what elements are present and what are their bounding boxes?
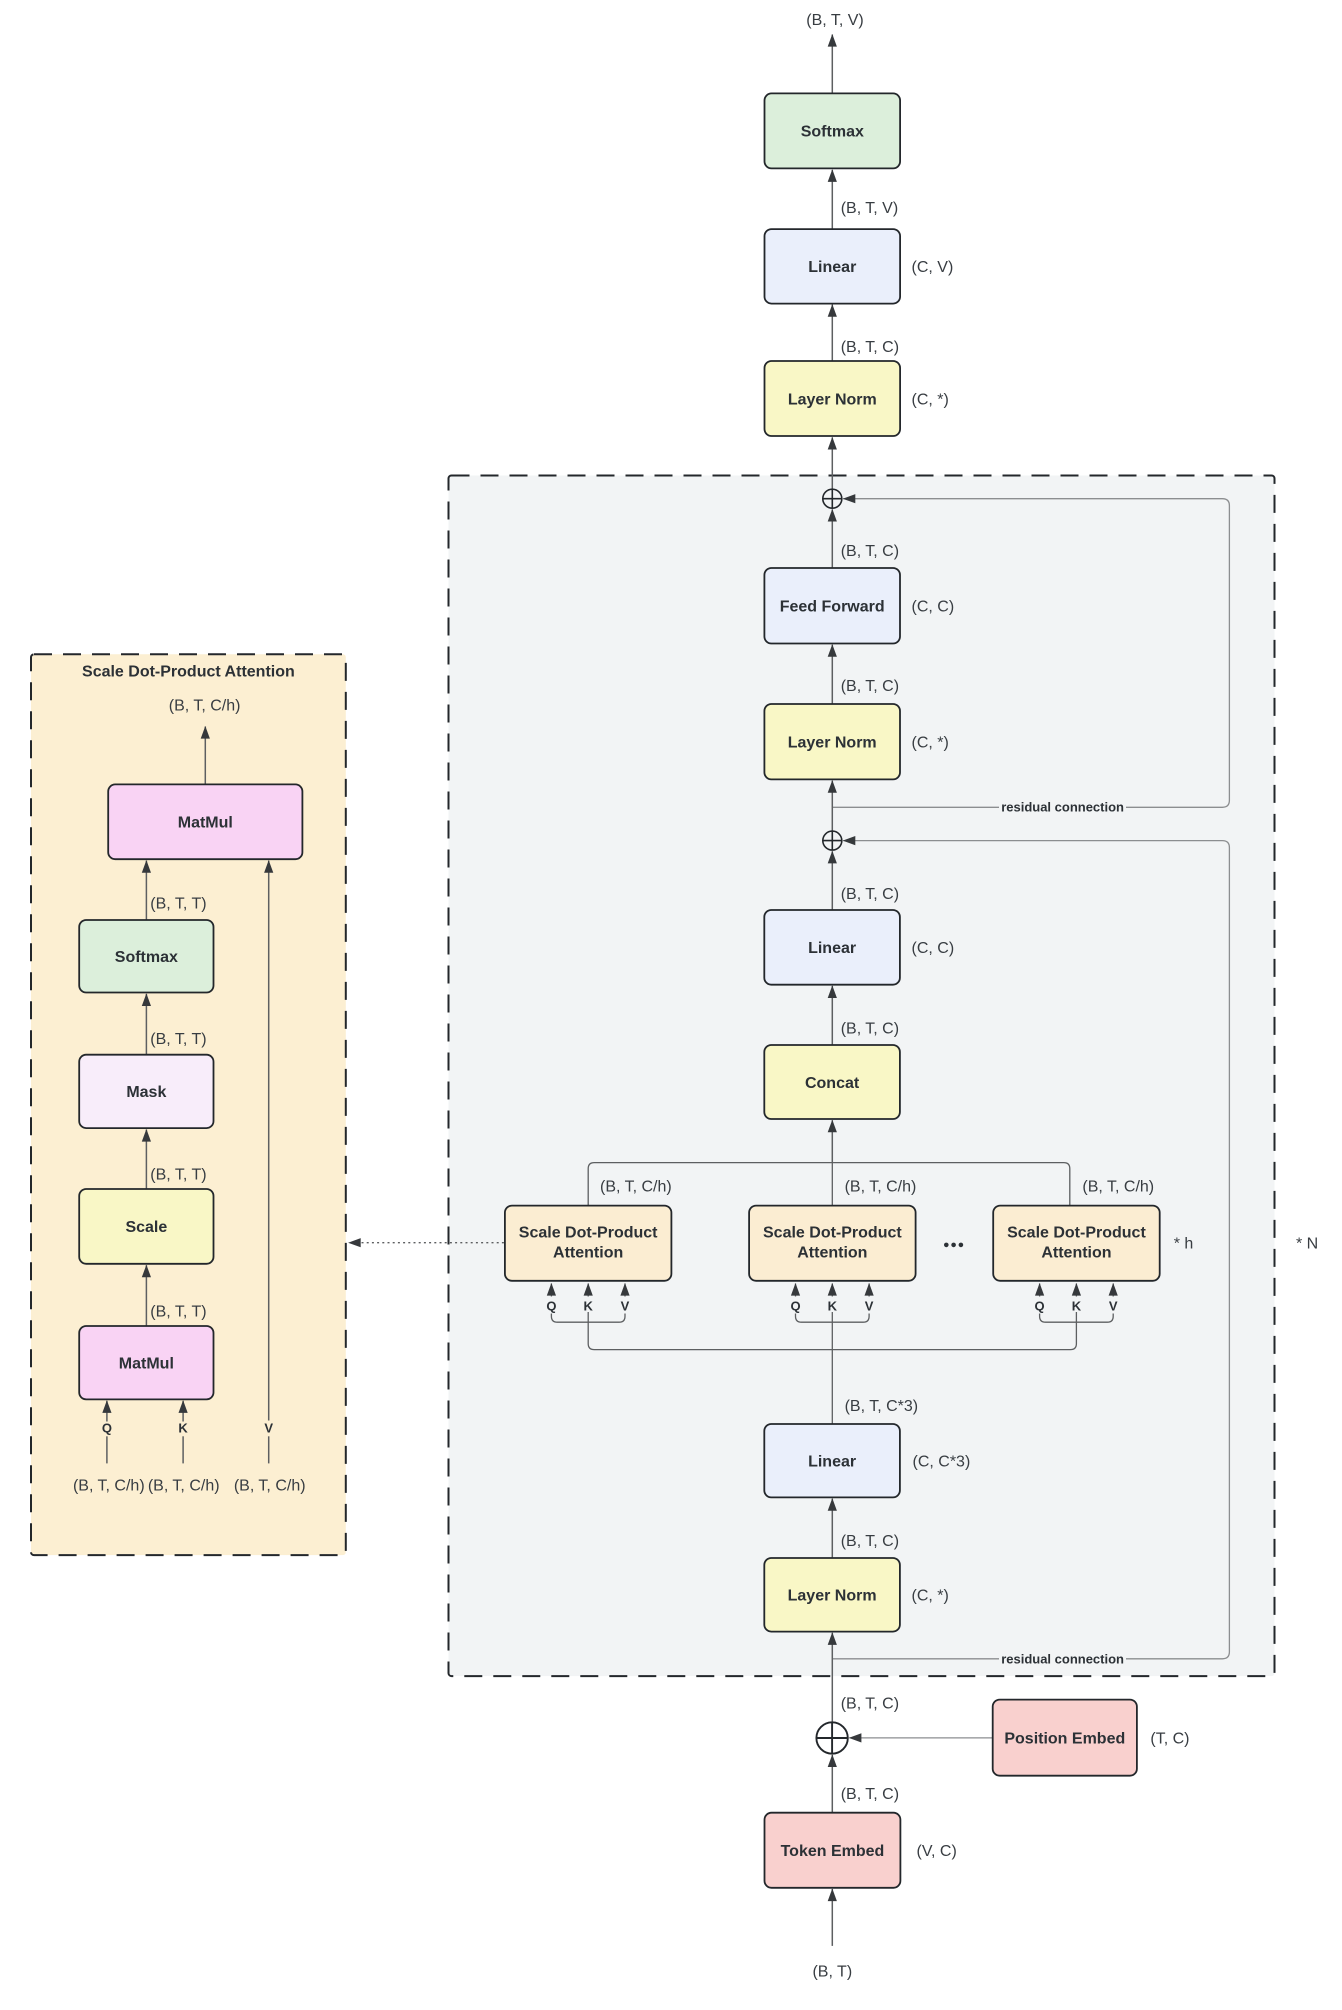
svg-text:(C, *): (C, *)	[912, 1588, 949, 1605]
svg-text:(V, C): (V, C)	[917, 1843, 957, 1860]
svg-text:(T, C): (T, C)	[1150, 1731, 1189, 1748]
svg-text:K: K	[584, 1299, 594, 1314]
svg-text:(B, T, V): (B, T, V)	[806, 12, 864, 29]
svg-text:V: V	[621, 1299, 630, 1314]
svg-text:(B, T, C): (B, T, C)	[841, 886, 899, 903]
svg-text:Linear: Linear	[808, 1454, 856, 1471]
svg-text:Layer Norm: Layer Norm	[788, 1588, 877, 1605]
svg-text:Mask: Mask	[126, 1084, 166, 1101]
svg-text:(B, T, C): (B, T, C)	[841, 339, 899, 356]
svg-text:residual connection: residual connection	[1001, 799, 1124, 814]
svg-text:MatMul: MatMul	[119, 1356, 174, 1373]
svg-text:(B, T, T): (B, T, T)	[150, 1167, 206, 1184]
svg-text:(B, T, C/h): (B, T, C/h)	[148, 1478, 220, 1495]
svg-text:(B, T): (B, T)	[812, 1963, 852, 1980]
svg-text:(B, T, C): (B, T, C)	[841, 1533, 899, 1550]
svg-text:(B, T, C/h): (B, T, C/h)	[234, 1478, 306, 1495]
svg-text:Softmax: Softmax	[115, 949, 178, 966]
svg-text:(B, T, C/h): (B, T, C/h)	[600, 1179, 672, 1196]
svg-text:(C, *): (C, *)	[912, 391, 949, 408]
svg-text:Scale Dot-Product: Scale Dot-Product	[763, 1224, 902, 1241]
svg-text:Scale: Scale	[125, 1219, 167, 1236]
svg-text:Layer Norm: Layer Norm	[788, 391, 877, 408]
svg-text:Attention: Attention	[553, 1245, 623, 1262]
svg-text:* h: * h	[1174, 1236, 1194, 1253]
svg-text:(B, T, C): (B, T, C)	[841, 1021, 899, 1038]
svg-text:Q: Q	[546, 1299, 556, 1314]
svg-text:(B, T, C): (B, T, C)	[841, 543, 899, 560]
svg-text:(B, T, C/h): (B, T, C/h)	[845, 1179, 917, 1196]
svg-text:(C, C*3): (C, C*3)	[913, 1454, 971, 1471]
svg-text:Scale Dot-Product Attention: Scale Dot-Product Attention	[82, 664, 295, 681]
svg-text:(B, T, C): (B, T, C)	[841, 1696, 899, 1713]
svg-text:V: V	[1109, 1299, 1118, 1314]
svg-text:(B, T, C*3): (B, T, C*3)	[845, 1398, 919, 1415]
svg-text:(B, T, C): (B, T, C)	[841, 678, 899, 695]
svg-text:Linear: Linear	[808, 940, 856, 957]
svg-text:residual connection: residual connection	[1001, 1651, 1124, 1666]
svg-text:V: V	[264, 1421, 273, 1436]
svg-text:Layer Norm: Layer Norm	[788, 735, 877, 752]
svg-text:(B, T, C/h): (B, T, C/h)	[169, 697, 241, 714]
svg-text:Q: Q	[1035, 1299, 1045, 1314]
svg-text:(C, V): (C, V)	[912, 259, 954, 276]
svg-text:(C, C): (C, C)	[912, 599, 955, 616]
svg-text:(B, T, T): (B, T, T)	[150, 895, 206, 912]
svg-text:Attention: Attention	[1041, 1245, 1111, 1262]
svg-text:(B, T, V): (B, T, V)	[841, 200, 899, 217]
svg-text:Linear: Linear	[808, 259, 856, 276]
svg-text:V: V	[865, 1299, 874, 1314]
svg-text:Token Embed: Token Embed	[781, 1843, 885, 1860]
svg-text:(B, T, C): (B, T, C)	[841, 1786, 899, 1803]
svg-text:Concat: Concat	[805, 1075, 860, 1092]
svg-text:MatMul: MatMul	[178, 815, 233, 832]
svg-text:(C, *): (C, *)	[912, 735, 949, 752]
svg-text:Q: Q	[790, 1299, 800, 1314]
svg-text:Q: Q	[102, 1421, 112, 1436]
svg-text:(B, T, C/h): (B, T, C/h)	[1082, 1179, 1154, 1196]
svg-text:K: K	[1072, 1299, 1082, 1314]
svg-text:K: K	[828, 1299, 838, 1314]
svg-text:(B, T, C/h): (B, T, C/h)	[73, 1478, 145, 1495]
svg-text:* N: * N	[1296, 1236, 1318, 1253]
svg-text:(C, C): (C, C)	[912, 940, 955, 957]
svg-text:Scale Dot-Product: Scale Dot-Product	[519, 1224, 658, 1241]
svg-text:(B, T, T): (B, T, T)	[150, 1031, 206, 1048]
svg-text:(B, T, T): (B, T, T)	[150, 1304, 206, 1321]
svg-text:K: K	[178, 1421, 188, 1436]
svg-text:Position Embed: Position Embed	[1004, 1730, 1125, 1747]
svg-text:Attention: Attention	[797, 1245, 867, 1262]
svg-text:Scale Dot-Product: Scale Dot-Product	[1007, 1224, 1146, 1241]
svg-text:Feed Forward: Feed Forward	[780, 599, 885, 616]
svg-text:Softmax: Softmax	[801, 124, 864, 141]
